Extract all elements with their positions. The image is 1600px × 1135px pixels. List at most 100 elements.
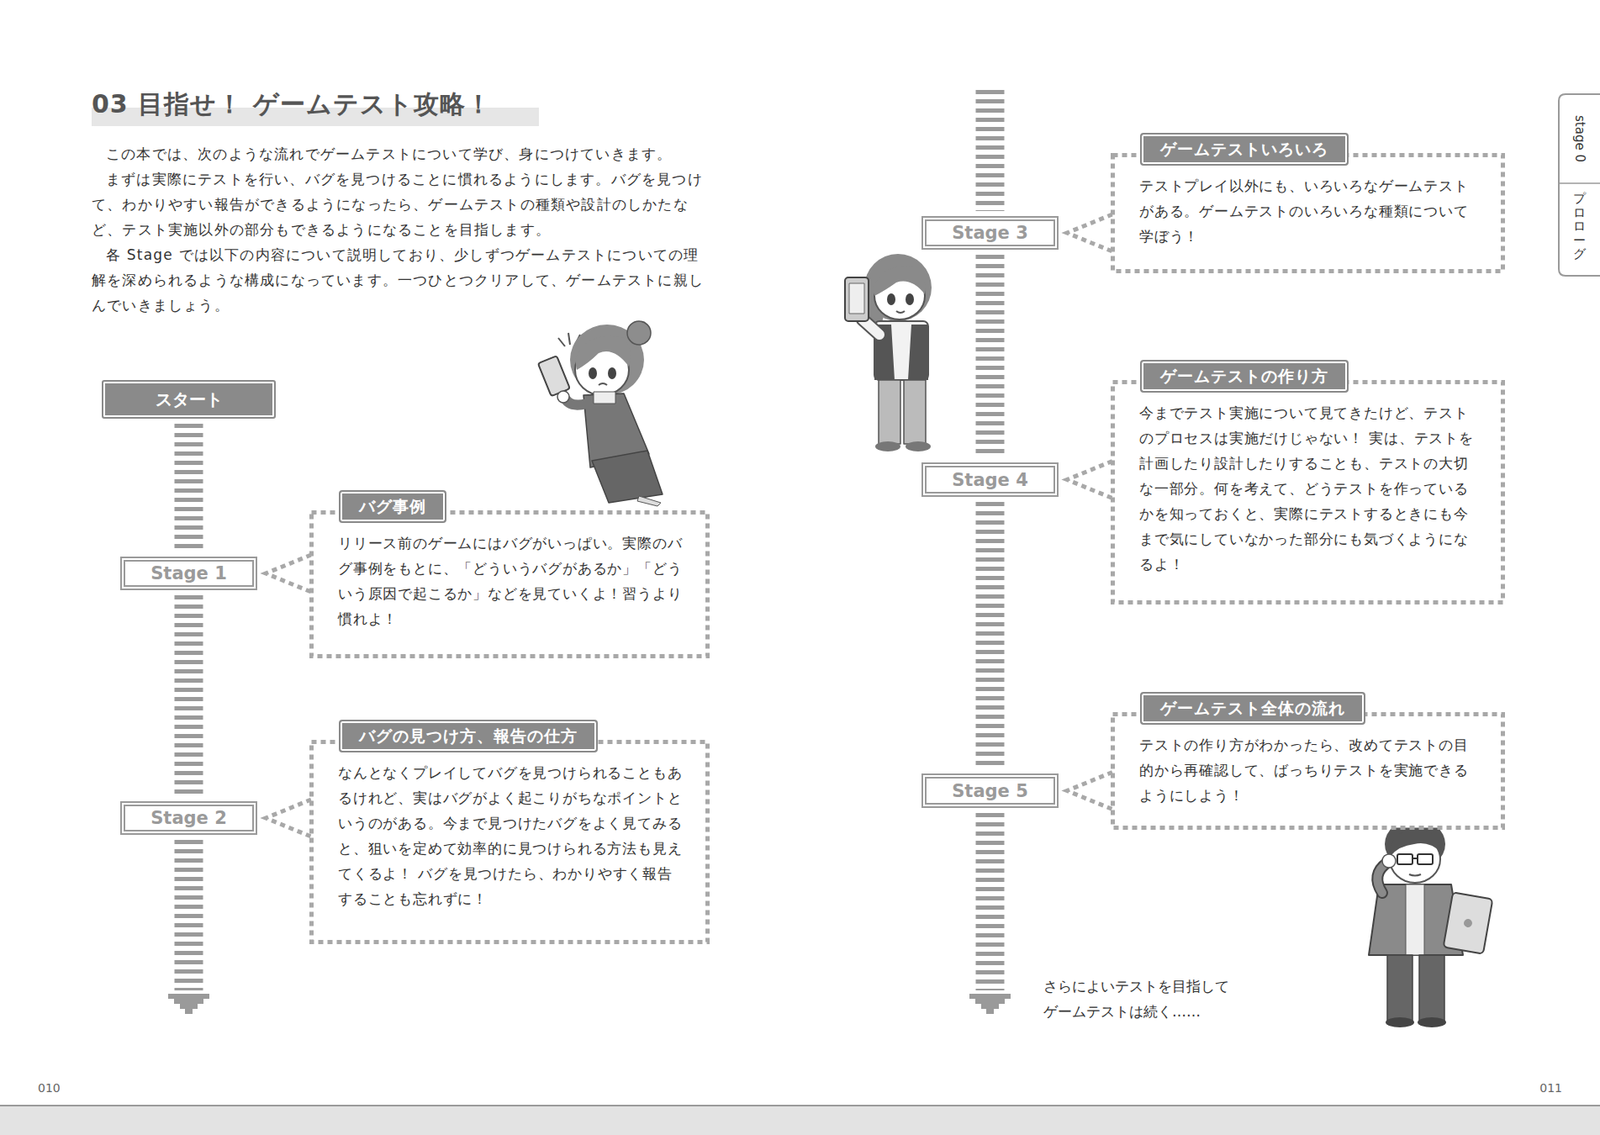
- callout-body: 今までテスト実施について見てきたけど、テストのプロセスは実施だけじゃない！ 実は…: [1110, 380, 1505, 599]
- girl-figure-1-part: [557, 390, 570, 403]
- callout-border-line: [311, 512, 708, 657]
- callout-body: なんとなくプレイしてバグを見つけられることもあるけれど、実はバグがよく起こりがち…: [309, 739, 710, 934]
- man-figure-part: [1417, 1017, 1447, 1028]
- side-tab: [1558, 94, 1600, 276]
- man-figure-part-part: [1443, 892, 1494, 954]
- timeline-bar-part: [976, 813, 1005, 991]
- callout-tail: [265, 554, 312, 592]
- stage-box: Stage 2: [120, 801, 258, 835]
- page-number: 010: [37, 1081, 61, 1095]
- callout-body: テストプレイ以外にも、いろいろなゲームテストがある。ゲームテストのいろいろな種類…: [1110, 153, 1505, 271]
- timeline-arrowhead-part: [975, 998, 1005, 1004]
- side-tab-part: [1558, 182, 1600, 185]
- timeline-arrowhead-part: [981, 1003, 999, 1009]
- man-figure-part: [1382, 854, 1396, 868]
- timeline-bar: [174, 595, 204, 797]
- girl-figure-2: [844, 253, 932, 452]
- callout-tail: [1066, 461, 1113, 499]
- girl-figure-2-part: [878, 380, 901, 444]
- callout-heading: バグ事例: [338, 490, 447, 523]
- girl-figure-1-part: [598, 383, 608, 386]
- girl-figure-1-part: [538, 355, 571, 397]
- box-label: Stage 4: [951, 469, 1029, 491]
- girl-figure-1-part: [593, 391, 616, 404]
- callout-body: テストの作り方がわかったら、改めてテストの目的から再確認して、ばっちりテストを実…: [1110, 712, 1505, 830]
- girl-figure-1-part: [637, 496, 661, 507]
- girl-figure-1-part: [607, 367, 617, 380]
- bottom-band: [0, 1105, 1600, 1135]
- callout-bubble: ゲームテスト全体の流れテストの作り方がわかったら、改めてテストの目的から再確認し…: [1110, 712, 1505, 830]
- callout-heading: ゲームテストの作り方: [1140, 359, 1349, 393]
- man-figure-part: [1409, 874, 1421, 877]
- girl-figure-2-part: [844, 277, 869, 322]
- bottom-band-part: [0, 1104, 1600, 1107]
- side-tab-part: [1558, 94, 1600, 276]
- girl-figure-1-part: [588, 367, 597, 380]
- timeline-bar: [976, 501, 1005, 769]
- callout-border: [309, 510, 710, 659]
- callout-heading: バグの見つけ方、報告の仕方: [338, 719, 598, 753]
- box-label: Stage 1: [150, 563, 228, 584]
- callout-bubble: バグの見つけ方、報告の仕方なんとなくプレイしてバグを見つけられることもあるけれど…: [309, 739, 710, 945]
- timeline-arrowhead-part: [986, 1008, 994, 1014]
- man-figure-part: [1397, 854, 1413, 865]
- callout-bubble: ゲームテストいろいろテストプレイ以外にも、いろいろなゲームテストがある。ゲームテ…: [1110, 153, 1505, 274]
- girl-figure-2-part: [875, 441, 901, 452]
- man-figure-part: [1388, 829, 1442, 856]
- timeline-arrowhead-part: [174, 998, 204, 1004]
- callout-heading: ゲームテストいろいろ: [1140, 132, 1349, 166]
- man-figure-part: [1387, 955, 1413, 1021]
- box-label: スタート: [155, 388, 223, 412]
- girl-figure-1: [538, 321, 663, 507]
- man-figure-part: [1385, 1017, 1415, 1028]
- stage-box: Stage 3: [921, 216, 1059, 250]
- man-figure-part: [1417, 854, 1433, 865]
- girl-figure-1-part: [627, 321, 651, 345]
- callout-body: リリース前のゲームにはバグがいっぱい。実際のバグ事例をもとに、「どういうバグがあ…: [309, 510, 710, 654]
- page-title: 03 目指せ！ ゲームテスト攻略！: [91, 87, 492, 122]
- man-figure-part: [1443, 892, 1494, 954]
- man-figure-part: [1419, 955, 1445, 1021]
- stage-box: Stage 5: [921, 773, 1059, 808]
- girl-figure-2-part: [905, 293, 914, 306]
- girl-figure-1-part-part: [538, 355, 571, 397]
- girl-figure-2-part: [887, 293, 896, 306]
- callout-bubble: ゲームテストの作り方今までテスト実施について見てきたけど、テストのプロセスは実施…: [1110, 380, 1505, 605]
- man-figure-part: [1412, 857, 1418, 860]
- bottom-band-part: [0, 1105, 1600, 1135]
- timeline-bar: [174, 423, 204, 552]
- girl-figure-1-part: [591, 450, 663, 503]
- intro-text: この本では、次のような流れでゲームテストについて学び、身につけていきます。まずは…: [91, 141, 714, 318]
- box-label: Stage 5: [951, 781, 1029, 802]
- timeline-bar: [976, 254, 1005, 458]
- girl-figure-2-part: [896, 311, 905, 313]
- callout-heading: ゲームテスト全体の流れ: [1140, 691, 1366, 725]
- timeline-bar-part: [976, 89, 1005, 212]
- callout-tail: [265, 799, 312, 837]
- box-label: Stage 3: [951, 222, 1029, 243]
- page-number: 011: [1539, 1081, 1563, 1095]
- stage-box: Stage 4: [921, 462, 1059, 497]
- man-figure-part-part: [1462, 918, 1474, 929]
- start-box: スタート: [101, 380, 276, 419]
- stage-box: Stage 1: [120, 556, 258, 591]
- girl-figure-2-part: [849, 283, 865, 314]
- timeline-arrowhead-part: [168, 993, 210, 999]
- man-figure: [1368, 818, 1493, 1028]
- girl-figure-2-part: [903, 380, 926, 444]
- timeline-bar-part: [174, 839, 204, 991]
- girl-figure-2-part: [872, 266, 926, 296]
- timeline-arrowhead-part: [184, 1008, 193, 1014]
- man-figure-part: [1405, 884, 1425, 956]
- intro-paragraph: まずは実際にテストを行い、バグを見つけることに慣れるようにします。バグを見つけて…: [91, 166, 714, 243]
- timeline-arrowhead-part: [179, 1003, 198, 1009]
- closing-note: さらによいテストを目指して ゲームテストは続く……: [1043, 973, 1244, 1025]
- callout-tail: [1066, 214, 1113, 252]
- tab-vertical-label: プロローグ: [1573, 191, 1586, 262]
- intro-paragraph: この本では、次のような流れでゲームテストについて学び、身につけていきます。: [91, 141, 714, 167]
- box-label: Stage 2: [150, 807, 228, 829]
- callout-tail: [1066, 772, 1113, 810]
- girl-figure-1-part: [575, 336, 631, 370]
- girl-figure-2-part: [905, 441, 931, 452]
